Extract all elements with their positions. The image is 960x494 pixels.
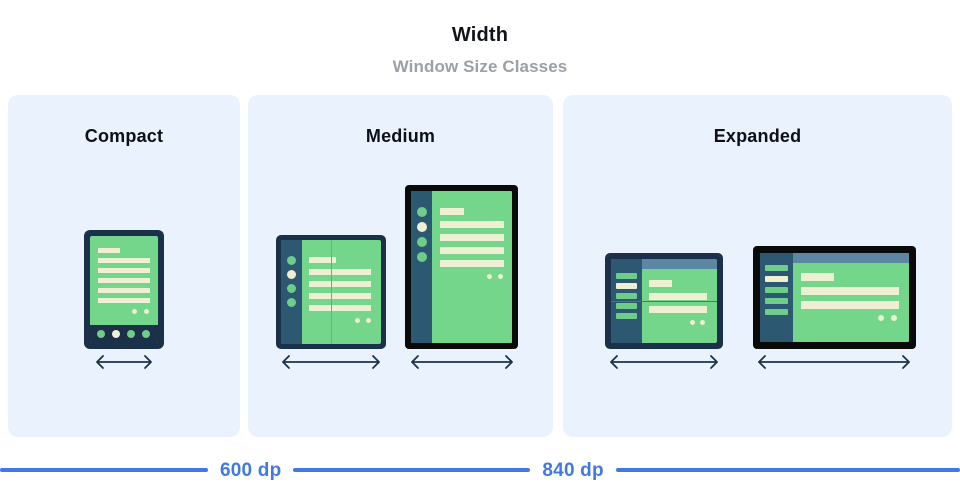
rail-nav-item[interactable] — [765, 265, 788, 271]
header: Width Window Size Classes — [0, 0, 960, 77]
fold-line — [611, 301, 717, 302]
width-arrow-foldable-portrait — [278, 354, 384, 370]
device-tablet-landscape — [753, 246, 916, 349]
device-stage-medium — [248, 95, 553, 437]
bottom-nav-item[interactable] — [127, 330, 135, 338]
content-line — [309, 257, 336, 263]
content-line — [309, 269, 371, 275]
device-phone-portrait — [84, 230, 164, 349]
content-dot — [690, 320, 695, 325]
rail-nav-item[interactable] — [287, 284, 296, 293]
content-line — [649, 280, 672, 287]
bottom-navigation-bar[interactable] — [90, 325, 158, 343]
content-line — [440, 247, 504, 254]
rail-nav-item[interactable] — [765, 287, 788, 293]
rail-nav-item-selected[interactable] — [765, 276, 788, 282]
page-title: Width — [451, 24, 509, 46]
scale-segment-expanded — [615, 468, 960, 472]
rail-nav-item-selected[interactable] — [287, 270, 296, 279]
panel-expanded: Expanded — [563, 95, 952, 437]
rail-nav-item[interactable] — [287, 298, 296, 307]
bottom-nav-item-selected[interactable] — [112, 330, 120, 338]
foldable-screen — [611, 259, 717, 343]
scale-segment-compact — [0, 468, 208, 472]
rail-nav-item-selected[interactable] — [417, 222, 427, 232]
content-line — [309, 305, 371, 311]
rail-nav-item[interactable] — [287, 256, 296, 265]
content-line — [801, 273, 834, 281]
panel-medium: Medium — [248, 95, 553, 437]
rail-nav-item-selected[interactable] — [616, 283, 637, 289]
content-line — [309, 281, 371, 287]
content-line — [98, 288, 150, 293]
content-dot — [487, 274, 492, 279]
width-arrow-tablet-portrait — [407, 354, 517, 370]
breakpoint-scale: 600 dp 840 dp — [0, 455, 960, 485]
panel-heading-expanded: Expanded — [713, 126, 802, 146]
size-class-panels: Compact — [0, 95, 960, 437]
panel-heading-compact: Compact — [84, 126, 164, 146]
width-arrow-foldable-landscape — [606, 354, 722, 370]
width-arrow-compact — [92, 354, 156, 370]
content-line — [98, 258, 150, 263]
device-stage-expanded — [563, 95, 952, 437]
content-line — [801, 287, 899, 295]
rail-nav-item[interactable] — [417, 207, 427, 217]
device-foldable-portrait — [276, 235, 386, 349]
bottom-nav-item[interactable] — [142, 330, 150, 338]
phone-screen — [90, 236, 158, 343]
device-foldable-landscape — [605, 253, 723, 349]
content-line — [440, 221, 504, 228]
rail-nav-item[interactable] — [765, 298, 788, 304]
fold-line — [331, 240, 332, 344]
content-dot — [891, 315, 897, 321]
content-dot — [700, 320, 705, 325]
page-subtitle: Window Size Classes — [392, 57, 568, 76]
content-line — [98, 298, 150, 303]
rail-nav-item[interactable] — [765, 309, 788, 315]
content-line — [98, 278, 150, 283]
content-line — [440, 260, 504, 267]
navigation-rail[interactable] — [281, 240, 302, 344]
panel-heading-medium: Medium — [365, 126, 436, 146]
width-arrow-tablet-landscape — [754, 354, 914, 370]
content-dot — [498, 274, 503, 279]
rail-nav-item[interactable] — [417, 237, 427, 247]
rail-nav-item[interactable] — [616, 303, 637, 309]
tablet-screen — [411, 191, 512, 343]
bottom-nav-item[interactable] — [97, 330, 105, 338]
navigation-rail[interactable] — [760, 253, 793, 342]
breakpoint-label-840dp: 840 dp — [542, 459, 604, 481]
panel-compact: Compact — [8, 95, 240, 437]
top-app-bar — [793, 253, 909, 263]
scale-segment-medium — [293, 468, 531, 472]
rail-nav-item[interactable] — [417, 252, 427, 262]
rail-nav-item[interactable] — [616, 293, 637, 299]
device-tablet-portrait — [405, 185, 518, 349]
foldable-screen — [281, 240, 381, 344]
content-line — [649, 306, 707, 313]
breakpoint-label-600dp: 600 dp — [220, 459, 282, 481]
content-line — [649, 293, 707, 300]
content-dot — [366, 318, 371, 323]
content-dot — [132, 309, 137, 314]
rail-nav-item[interactable] — [616, 273, 637, 279]
content-line — [309, 293, 371, 299]
content-line — [801, 301, 899, 309]
content-dot — [144, 309, 149, 314]
content-line — [440, 234, 504, 241]
content-line — [98, 248, 120, 253]
tablet-screen — [760, 253, 909, 342]
content-dot — [878, 315, 884, 321]
rail-nav-item[interactable] — [616, 313, 637, 319]
content-line — [440, 208, 464, 215]
content-dot — [355, 318, 360, 323]
top-app-bar — [642, 259, 717, 269]
content-line — [98, 268, 150, 273]
navigation-rail[interactable] — [411, 191, 432, 343]
device-stage-compact — [8, 95, 240, 437]
